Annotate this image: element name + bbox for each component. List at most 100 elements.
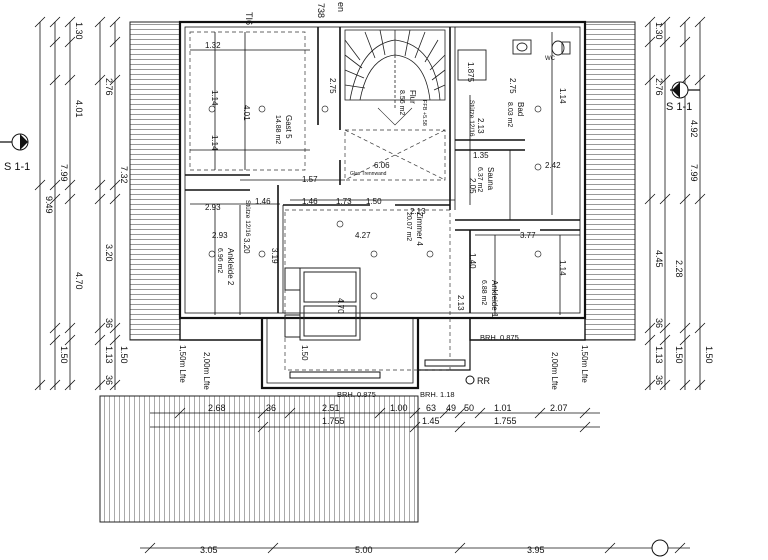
dim-left: 7.99 xyxy=(59,164,69,182)
dim-inner: 2.42 xyxy=(545,161,561,170)
roof-hatch-right xyxy=(584,21,636,341)
dim-inner: 1.35 xyxy=(473,151,489,160)
dim-left: 4.70 xyxy=(74,272,84,290)
header-cut-right2: en xyxy=(336,2,346,12)
dim-right: 1.50 xyxy=(674,346,684,364)
label-lfte-left2: 2,00m Lfte xyxy=(202,352,211,390)
dim-inner: 1.14 xyxy=(558,88,567,104)
label-glass: Glas Trennwand xyxy=(350,171,387,177)
dim-right: 1.30 xyxy=(654,22,664,40)
dim-left: 1.50 xyxy=(59,346,69,364)
dim-inner: 1.14 xyxy=(210,90,219,106)
room-name-bad: Bad xyxy=(516,102,525,116)
dim-inner: 4.27 xyxy=(355,231,371,240)
dim-inner: 3.19 xyxy=(270,248,279,264)
label-ffb: FFB +5.58 xyxy=(421,100,427,126)
dim-right: 2.28 xyxy=(674,260,684,278)
dim-inner: 2.13 xyxy=(476,118,485,134)
dim-right: 4.45 xyxy=(654,250,664,268)
dim-inner: 1.14 xyxy=(558,260,567,276)
room-name-flur: Flur xyxy=(408,90,417,104)
dim-inner: 6.06 xyxy=(374,161,390,170)
dim-inner: 2.05 xyxy=(468,178,477,194)
dim-bottom: 2.51 xyxy=(322,403,340,413)
left-dimension-texts: 1.30 2.76 4.01 7.32 7.99 9.49 3.20 4.70 … xyxy=(44,22,129,385)
section-marker-bottom-right xyxy=(651,539,669,557)
dim-inner: 3.77 xyxy=(520,231,536,240)
dim-right: 36 xyxy=(654,375,664,385)
terrace-hatch xyxy=(99,395,419,523)
dim-inner: 1.73 xyxy=(336,197,352,206)
room-name-zimmer: Zimmer 4 xyxy=(415,212,424,246)
room-area-flur: 8.56 m2 xyxy=(398,90,405,115)
dim-left: 1.30 xyxy=(74,22,84,40)
interior-walls xyxy=(185,27,580,313)
dim-bottom: 1.755 xyxy=(322,416,345,426)
header-cut-left: TI6 xyxy=(244,12,254,25)
dim-inner: 2.93 xyxy=(205,203,221,212)
bed xyxy=(284,267,361,341)
dim-bottom: 36 xyxy=(266,403,276,413)
dim-inner: 2.93 xyxy=(212,231,228,240)
label-lfte-right2: 2,00m Lfte xyxy=(550,352,559,390)
dim-inner: 1.14 xyxy=(210,135,219,151)
label-brh-1: BRH. 0.875 xyxy=(480,333,519,342)
dim-bottom: 3.95 xyxy=(527,545,545,555)
dim-bottom: 3.05 xyxy=(200,545,218,555)
dim-inner: 1.32 xyxy=(205,41,221,50)
label-stuetze-1: Stütze 12/16 xyxy=(244,200,251,237)
section-label-right: S 1-1 xyxy=(666,101,692,113)
dim-right: 1.13 xyxy=(654,346,664,364)
room-area-bad: 8.03 m2 xyxy=(506,102,513,127)
header-cut-right: 738 xyxy=(316,3,326,18)
dim-right: 1.50 xyxy=(704,346,714,364)
dim-bottom: 63 xyxy=(426,403,436,413)
inner-dimension-texts: 1.32 1.14 4.01 1.14 2.75 2.75 1.875 2.13… xyxy=(205,41,567,361)
right-dimension-texts: 1.30 2.76 4.92 7.99 4.45 2.28 1.50 1.13 … xyxy=(654,22,714,385)
room-area-ankl1: 6.88 m2 xyxy=(480,280,487,305)
dim-inner: 1.875 xyxy=(466,62,475,83)
label-brh-2: BRH. 0.875 xyxy=(337,390,376,399)
dim-bottom: 2.68 xyxy=(208,403,226,413)
dim-right: 4.92 xyxy=(689,120,699,138)
dim-left: 2.76 xyxy=(104,78,114,96)
dim-inner: 2.75 xyxy=(508,78,517,94)
dim-inner: 4.70 xyxy=(336,298,345,314)
dim-inner: 1.57 xyxy=(302,175,318,184)
bay-windows xyxy=(289,359,475,385)
dim-left: 3.20 xyxy=(104,244,114,262)
label-lfte-right: 1,50m Lfte xyxy=(580,345,589,383)
dim-bottom: 1.45 xyxy=(422,416,440,426)
dim-left: 1.50 xyxy=(119,346,129,364)
room-name-gast: Gast 5 xyxy=(284,115,293,139)
dim-bottom: 5.00 xyxy=(355,545,373,555)
roof-hatch-left xyxy=(129,21,181,341)
dim-right: 7.99 xyxy=(689,164,699,182)
dim-left: 36 xyxy=(104,375,114,385)
dim-inner: 4.01 xyxy=(242,105,251,121)
dim-inner: 1.46 xyxy=(255,197,271,206)
room-area-gast: 14.88 m2 xyxy=(274,115,281,144)
room-name-ankl2: Ankleide 2 xyxy=(226,248,235,286)
room-area-zimmer: 20.07 m2 xyxy=(405,212,412,241)
bottom-dimension-texts: 2.68 36 2.51 1.00 63 49 50 1.01 2.07 1.7… xyxy=(200,403,568,555)
stair-opening-dashed xyxy=(189,31,451,371)
dim-inner: 3.20 xyxy=(242,238,251,254)
section-marker-left xyxy=(0,133,29,151)
dim-left: 7.32 xyxy=(119,166,129,184)
dim-bottom: 49 xyxy=(446,403,456,413)
dim-bottom: 1.755 xyxy=(494,416,517,426)
dim-left: 9.49 xyxy=(44,196,54,214)
label-lfte-left: 1,50m Lfte xyxy=(178,345,187,383)
label-stuetze-2: Stütze 12/16 xyxy=(468,100,475,137)
label-rr: RR xyxy=(477,376,490,386)
dim-right: 2.76 xyxy=(654,78,664,96)
dim-bottom: 2.07 xyxy=(550,403,568,413)
dim-inner: 1.50 xyxy=(366,197,382,206)
room-area-ankl2: 6.96 m2 xyxy=(216,248,223,273)
room-name-sauna: Sauna xyxy=(486,167,495,191)
label-wc: WC xyxy=(545,56,556,62)
dim-left: 1.13 xyxy=(104,346,114,364)
dim-inner: 1.50 xyxy=(300,345,309,361)
